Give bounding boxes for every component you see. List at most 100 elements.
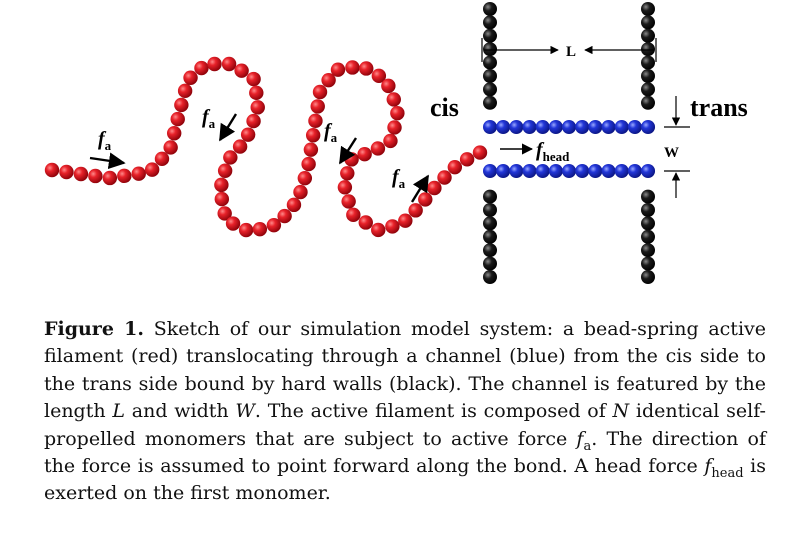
filament-bead [387,120,402,135]
caption-text: is exerted on the first monomer. [44,455,766,505]
channel-bead [522,164,537,178]
active-force-arrow-1: fa [89,128,126,170]
channel-bead [575,120,590,134]
channel-bead [522,120,537,134]
wall-bead [483,270,497,284]
filament-bead [437,170,452,185]
filament-bead [88,168,103,184]
figure-caption: Figure 1. Sketch of our simulation model… [44,316,766,508]
svg-text:fa: fa [98,128,112,153]
filament-bead [381,78,396,94]
wall-bead [483,189,497,204]
svg-text:fhead: fhead [536,139,570,164]
cis-label: cis [430,93,459,122]
wall-bead [641,203,655,217]
channel-bead [627,164,642,178]
wall-bead [641,189,655,204]
filament-bead [207,56,222,72]
filament-bead [221,56,237,72]
filament-bead [359,61,374,76]
filament-bead [44,162,60,178]
left-wall [483,2,497,284]
channel-bead [535,164,550,178]
channel-bead [588,120,603,134]
channel-bead [509,120,524,134]
channel-bead [548,164,563,178]
caption-subscript-a: a [583,438,592,454]
wall-bead [641,256,655,271]
filament-bead [238,222,254,238]
length-dimension: L [481,38,657,62]
svg-text:fa: fa [202,106,216,131]
filament-bead [217,206,232,221]
filament-bead [293,184,308,200]
wall-bead [641,55,655,70]
svg-text:fa: fa [324,120,338,145]
active-filament [44,56,488,238]
filament-bead [310,99,325,114]
filament-bead [472,145,488,160]
channel-bead [483,164,497,178]
figure-illustration: L W cis trans fa fa fa fa fhead [44,2,748,284]
filament-bead [246,113,261,129]
filament-bead [232,139,248,154]
filament-bead [217,163,233,178]
channel-top-row [483,120,656,134]
filament-bead [459,152,475,167]
channel-bead [535,120,550,134]
caption-symbol-fhead: f [704,455,712,478]
wall-bead [641,42,655,57]
caption-symbol-L: L [112,400,125,423]
filament-bead [305,128,321,143]
filament-bead [73,166,89,182]
filament-bead [303,142,319,157]
wall-bead [483,95,497,110]
filament-bead [214,177,229,193]
filament-bead [357,147,372,162]
filament-bead [340,166,355,181]
filament-bead [166,126,182,141]
wall-bead [641,216,655,231]
channel-bead [614,164,629,178]
filament-bead [345,60,360,75]
wall-bead [483,28,497,43]
wall-bead [641,15,655,30]
filament-bead [418,192,433,207]
filament-bead [177,83,193,99]
channel-bead [509,164,524,178]
filament-bead [297,170,313,186]
filament-bead [249,85,264,101]
filament-bead [386,92,401,107]
filament-bead [371,68,387,84]
wall-bead [641,270,655,284]
filament-bead [286,197,302,213]
filament-bead [194,60,209,76]
wall-bead [483,42,497,57]
wall-bead [641,69,655,83]
wall-bead [483,243,497,258]
filament-bead [234,63,249,78]
filament-bead [131,166,146,181]
channel-bead [496,120,511,134]
caption-text: . The direction of the force is assumed … [44,427,766,478]
filament-bead [312,84,328,100]
width-dimension: W [664,96,690,198]
active-force-arrow-4: fa [392,166,430,203]
channel-bead [641,120,656,134]
filament-bead [240,127,256,142]
filament-bead [308,113,323,129]
channel-bead [614,120,629,134]
filament-bead [266,217,282,233]
wall-bead [483,15,497,30]
filament-bead [144,162,160,177]
caption-subscript-head: head [711,465,744,481]
wall-bead [483,69,497,83]
filament-bead [346,207,361,223]
filament-bead [225,216,241,231]
filament-bead [301,156,316,172]
active-force-arrow-2: fa [202,106,238,142]
wall-bead [483,82,497,97]
wall-bead [483,55,497,70]
wall-bead [641,82,655,97]
filament-bead [330,62,346,77]
